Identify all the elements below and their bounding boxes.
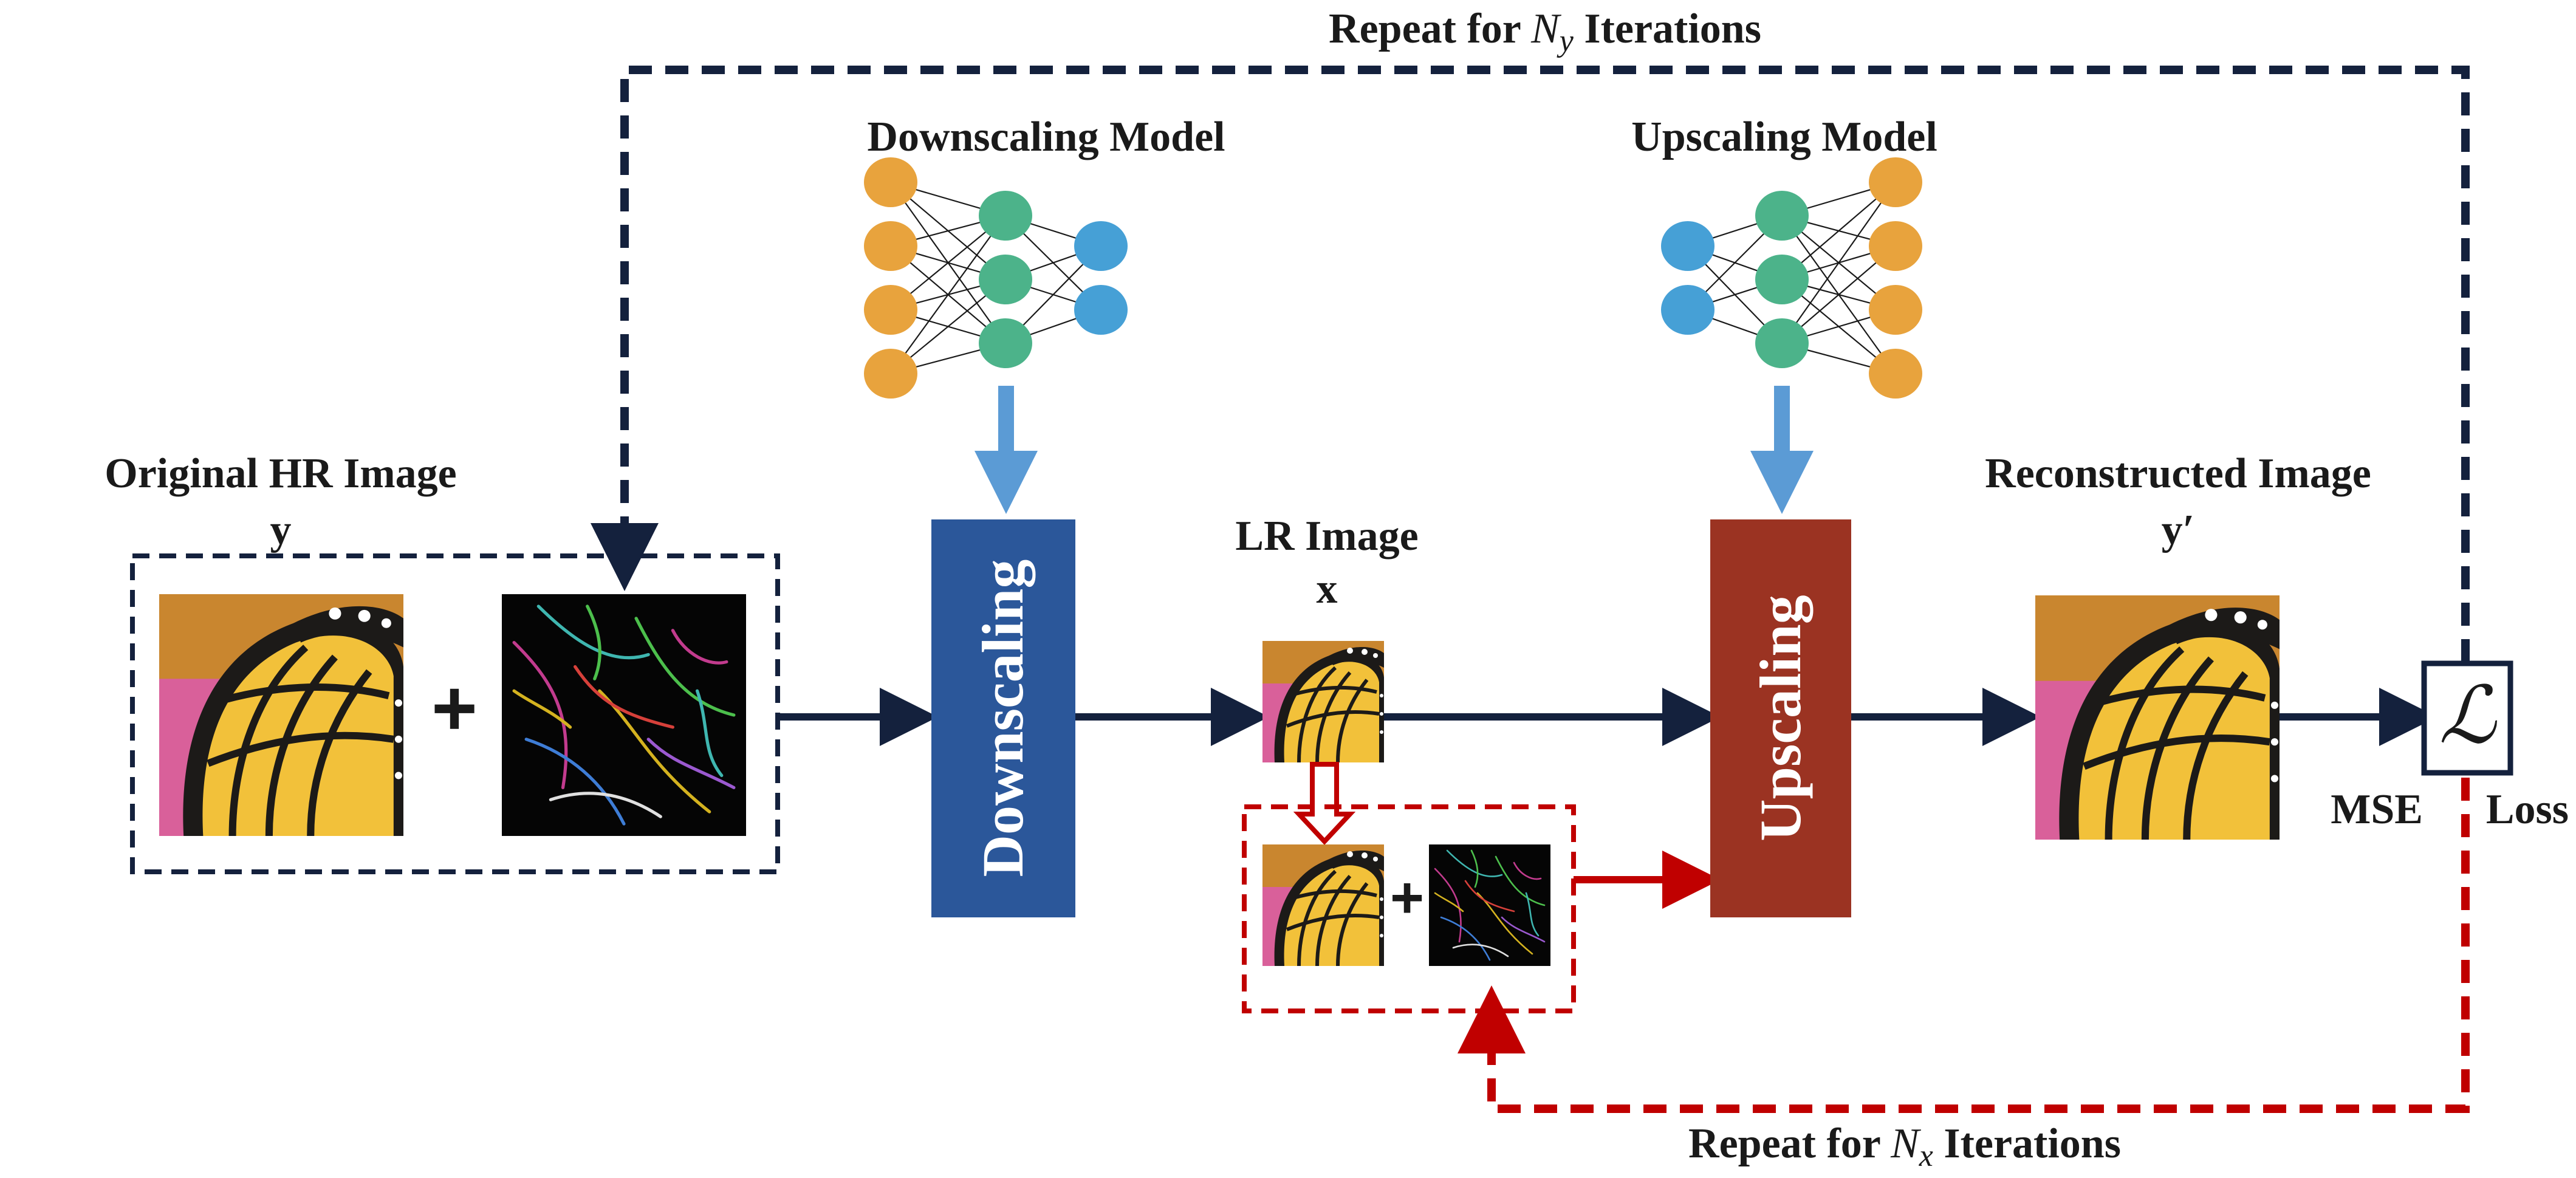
network-neuron [864,157,917,207]
loss-box [2421,660,2513,776]
lr-refine-image-thumbnail [1262,844,1384,966]
hr-noise-thumbnail [502,594,746,836]
repeat-nx-label: Repeat for Nx Iterations [1688,1120,2121,1173]
reconstructed-image-symbol: y′ [2162,507,2195,553]
nx-loop-path [1458,778,2470,1113]
lr-hollow-down-arrow [1293,762,1356,845]
lr-image-title: LR Image [1235,513,1418,560]
loss-symbol: ℒ [2439,673,2497,760]
network-connection [890,215,1006,374]
lr-noise-thumbnail [1429,844,1550,966]
downscaling-network-icon [864,157,1128,399]
mse-label: MSE [2331,786,2423,833]
network-neuron [1869,349,1922,399]
lr-image-thumbnail [1262,641,1384,762]
downscaling-model-title: Downscaling Model [867,114,1225,160]
network-neuron [979,255,1032,304]
reconstructed-image-title: Reconstructed Image [1985,450,2371,497]
upscaling-model-title: Upscaling Model [1631,114,1937,160]
upscaling-block [1710,519,1851,917]
original-hr-title: Original HR Image [104,450,456,497]
network-neuron [979,318,1032,368]
network-neuron [1755,255,1809,304]
lr-refine-dashed-box [1242,804,1576,1013]
network-neuron [1661,285,1714,335]
network-neuron [1755,318,1809,368]
lr-plus-sign: + [1390,865,1424,930]
network-neuron [1869,221,1922,271]
repeat-ny-label: Repeat for Ny Iterations [1329,5,1761,58]
network-neuron [1869,157,1922,207]
network-neuron [1661,221,1714,271]
upscaling-network-icon [1661,157,1922,399]
hr-image-thumbnail [159,594,403,836]
downscaling-block [931,519,1075,917]
network-neuron [1755,191,1809,241]
downscaling-block-label: Downscaling [970,560,1035,877]
network-neuron [864,285,917,335]
ny-loop-path [591,66,2470,662]
loss-label: Loss [2486,786,2569,833]
network-neuron [864,221,917,271]
network-connection [1781,182,1896,344]
network-neuron [1074,285,1128,335]
network-neuron [1869,285,1922,335]
original-hr-symbol: y [270,507,292,553]
network-neuron [864,349,917,399]
network-neuron [979,191,1032,241]
lr-image-symbol: x [1317,566,1338,612]
reconstructed-image-thumbnail [2035,595,2280,840]
hr-plus-sign: + [431,663,478,752]
upscaling-block-label: Upscaling [1748,595,1813,841]
network-neuron [1074,221,1128,271]
